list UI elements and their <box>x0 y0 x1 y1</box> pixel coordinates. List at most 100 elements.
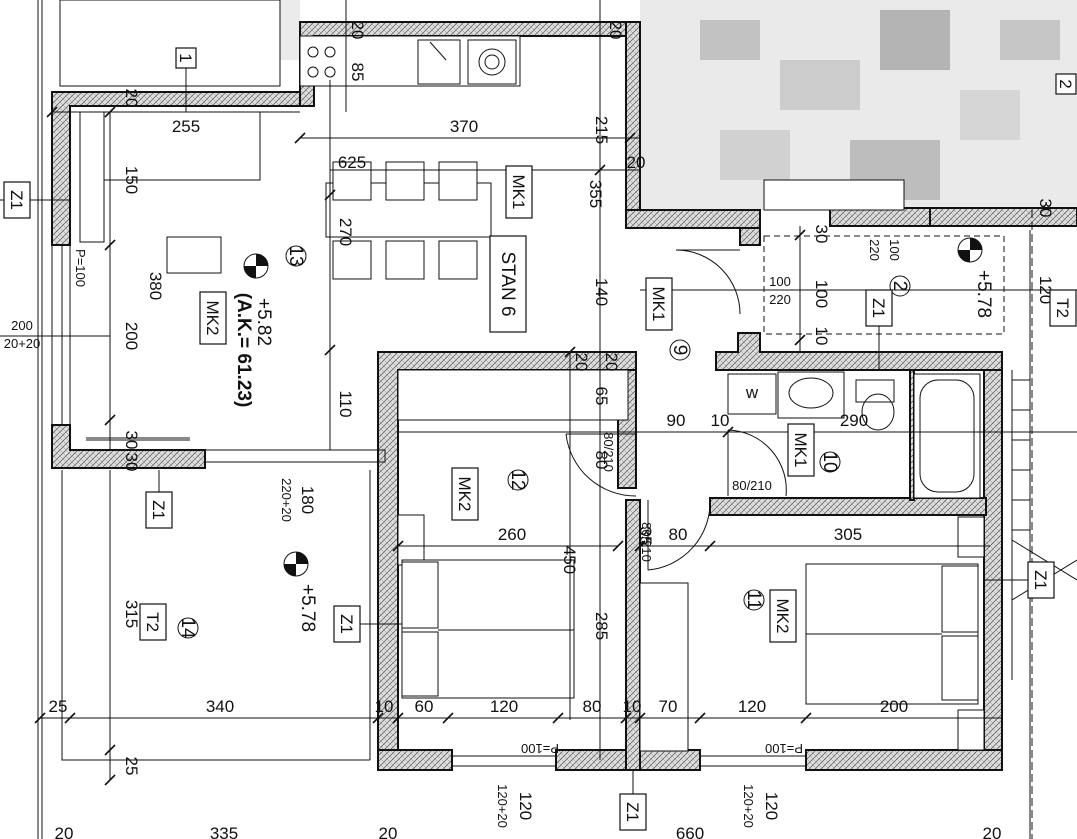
dim-20-d: 20 <box>606 21 625 40</box>
room-9: 9 <box>669 345 690 356</box>
level-ak: (A.K.= 61.23) <box>233 293 254 408</box>
dim-90: 90 <box>667 411 686 430</box>
dim-20-bottom-c: 20 <box>983 824 1002 839</box>
dim-120-b: 120 <box>738 697 766 716</box>
dimension-lines <box>0 0 1077 780</box>
dim-65: 65 <box>592 387 611 406</box>
dim-660: 660 <box>676 824 704 839</box>
dim-120-a: 120 <box>490 697 518 716</box>
opening-p100-bottom-a: P=100 <box>521 741 559 756</box>
dim-270: 270 <box>336 218 355 246</box>
dim-450: 450 <box>560 546 579 574</box>
dim-20-bottom-b: 20 <box>379 824 398 839</box>
level-582: +5.82 <box>253 298 274 346</box>
window-100: 100 <box>887 239 902 261</box>
dim-290: 290 <box>840 411 868 430</box>
dim-70: 70 <box>659 697 678 716</box>
level-578-a: +5.78 <box>297 584 318 632</box>
dim-625: 625 <box>338 153 366 172</box>
opening-20-20: 20+20 <box>4 336 41 351</box>
dim-140: 140 <box>592 278 611 306</box>
opening-220-20: 220+20 <box>279 478 294 522</box>
dim-10-d: 10 <box>812 327 831 346</box>
dim-20-a: 20 <box>627 153 646 172</box>
dim-10-a: 10 <box>711 411 730 430</box>
tag-z1-f: Z1 <box>623 802 642 822</box>
dim-35: 35 <box>636 527 655 546</box>
tag-w: w <box>745 383 759 402</box>
dim-30-b: 30 <box>122 453 141 472</box>
room-12: 12 <box>507 469 528 490</box>
dim-80-b: 80 <box>583 697 602 716</box>
window-220: 220 <box>867 239 882 261</box>
dim-340: 340 <box>206 697 234 716</box>
tag-mk1-b: MK1 <box>649 287 668 322</box>
tag-z1-d: Z1 <box>869 298 888 318</box>
dim-80-a: 80 <box>669 525 688 544</box>
dim-20-bottom-a: 20 <box>55 824 74 839</box>
dim-200-b: 200 <box>122 322 141 350</box>
dim-30-a: 30 <box>122 431 141 450</box>
furniture <box>59 0 1005 752</box>
dim-335: 335 <box>210 824 238 839</box>
tag-mk2-c: MK2 <box>773 599 792 634</box>
door-80-210-c: 80/210 <box>732 478 772 493</box>
opening-120-20-a: 120+20 <box>495 784 510 828</box>
dim-285: 285 <box>592 612 611 640</box>
doors <box>86 249 787 571</box>
dim-100-a: 100 <box>812 280 831 308</box>
level-marker-icon <box>243 253 269 279</box>
door-80-210-b: 80/210 <box>639 522 654 562</box>
room-14: 14 <box>177 617 198 639</box>
dim-85: 85 <box>348 63 367 82</box>
dim-20-f: 20 <box>602 353 621 372</box>
level-markers: +5.82 (A.K.= 61.23) +5.78 +5.78 <box>233 237 994 632</box>
dim-20-c: 20 <box>348 21 367 40</box>
opening-p100-bottom-b: P=100 <box>765 741 803 756</box>
door-80-210-a: 80/210 <box>601 432 616 472</box>
opening-120-20-b: 120+20 <box>741 784 756 828</box>
dim-380: 380 <box>146 272 165 300</box>
dim-110: 110 <box>336 390 355 417</box>
tag-mk2-a: MK2 <box>203 301 222 336</box>
tag-t2-b: T2 <box>1053 298 1072 318</box>
walls <box>51 21 1077 771</box>
door-100: 100 <box>769 274 791 289</box>
dim-30-c: 30 <box>812 225 831 244</box>
dim-10-b: 10 <box>375 697 394 716</box>
dim-20-e: 20 <box>572 353 591 372</box>
tags: STAN 6 MK1 MK1 MK1 MK2 MK2 MK2 Z1 Z1 Z1 … <box>3 47 1077 831</box>
tag-z1-e: Z1 <box>1031 570 1050 590</box>
dim-355: 355 <box>586 180 605 208</box>
dimension-ticks <box>34 106 812 786</box>
level-marker-icon <box>283 551 309 577</box>
dim-305: 305 <box>834 525 862 544</box>
tag-mk2-b: MK2 <box>455 477 474 512</box>
room-13: 13 <box>285 245 306 266</box>
tag-z1-a: Z1 <box>7 190 26 210</box>
room-2: 2 <box>889 281 910 292</box>
dim-150: 150 <box>122 166 141 194</box>
opening-p100-left: P=100 <box>73 249 88 287</box>
dim-20-b: 20 <box>122 89 141 108</box>
dim-60: 60 <box>415 697 434 716</box>
dim-25-b: 25 <box>122 757 141 776</box>
level-578-b: +5.78 <box>973 270 994 318</box>
opening-200: 200 <box>11 318 33 333</box>
outlines <box>37 0 1077 839</box>
door-220: 220 <box>769 292 791 307</box>
stan-label: STAN 6 <box>497 251 518 316</box>
dim-10-c: 10 <box>623 697 642 716</box>
tag-z1-b: Z1 <box>149 500 168 520</box>
dim-215: 215 <box>592 116 611 144</box>
dim-260: 260 <box>498 525 526 544</box>
dim-30-d: 30 <box>1036 199 1055 218</box>
tag-mk1-c: MK1 <box>791 433 810 468</box>
tag-z1-c: Z1 <box>337 614 356 634</box>
dim-180: 180 <box>298 486 317 514</box>
dim-200-a: 200 <box>880 697 908 716</box>
tag-1: 1 <box>176 53 195 62</box>
dim-315: 315 <box>122 600 141 628</box>
tag-t2-a: T2 <box>143 612 162 632</box>
room-numbers: 13 9 10 12 11 14 2 <box>177 245 911 639</box>
